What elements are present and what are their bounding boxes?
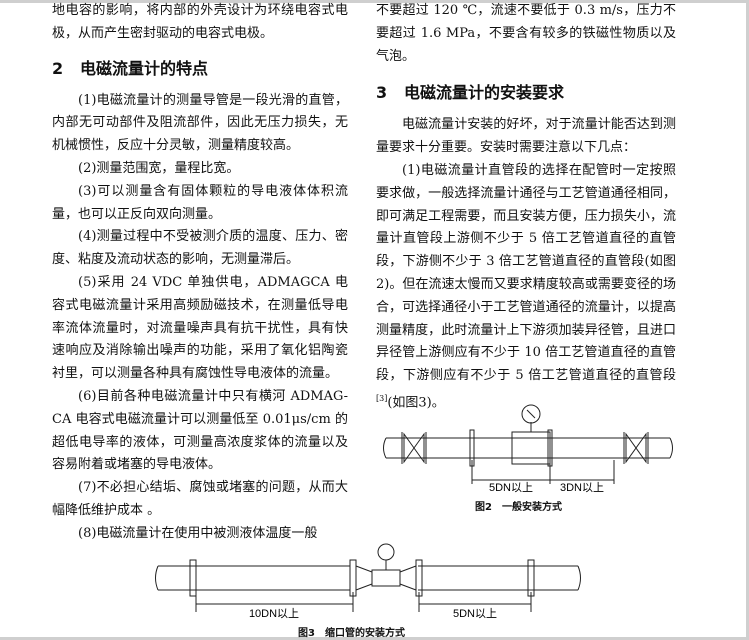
fig3-flange-1	[189, 559, 197, 597]
page-frame-right	[746, 0, 749, 640]
feature-paragraph-1: (1)电磁流量计的测量导管是一段光滑的直管，内部无可动部件及阻流部件，因此无压力…	[52, 92, 348, 154]
fig3-dim-downstream-label: 5DN以上	[453, 607, 497, 620]
fig3-pipe-break-right	[577, 565, 581, 591]
left-column: 地电容的影响，将内部的外壳设计为环绕电容式电极，从而产生密封驱动的电容式电极。 …	[52, 0, 348, 546]
fig3-flange-3	[415, 559, 423, 597]
feature-paragraph-7: (7)不必担心结垢、腐蚀或堵塞的问题，从而大幅降低维护成本 。	[52, 480, 348, 518]
section-3-title: 电磁流量计的安装要求	[404, 83, 565, 103]
section-3-number: 3	[376, 83, 388, 103]
pipe-break-left	[383, 437, 387, 459]
install-paragraph-2: (1)电磁流量计直管段的选择在配管时一定按照要求做，一般选择流量计通径与工艺管道…	[376, 160, 676, 415]
fig3-pipe-break-left	[155, 565, 159, 591]
feature-paragraph-6: (6)目前各种电磁流量计中只有横河 ADMAG-CA 电容式电磁流量计可以测量低…	[52, 388, 348, 473]
figure-2-caption: 图2 一般安装方式	[475, 502, 562, 513]
fig2-dim-downstream-label: 3DN以上	[560, 481, 604, 494]
section-2-number: 2	[52, 58, 64, 78]
fig3-flange-2	[349, 559, 357, 597]
figure-2-diagram: 5DN以上 3DN以上	[383, 404, 673, 494]
flow-meter-body	[511, 431, 551, 465]
feature-paragraph-8: (8)电磁流量计在使用中被测液体温度一般	[78, 525, 318, 541]
figure-3-diagram: 10DN以上 5DN以上	[155, 543, 581, 620]
figure-3-caption: 图3 缩口管的安装方式	[298, 628, 405, 639]
page-frame-bottom	[0, 637, 749, 640]
valve-right	[625, 432, 647, 464]
reducer-inlet	[355, 565, 373, 591]
page-frame-top	[0, 0, 749, 3]
feature-paragraph-2: (2)测量范围宽，量程比宽。	[78, 160, 240, 176]
reference-mark: [3]	[376, 393, 388, 403]
left-intro-text: 地电容的影响，将内部的外壳设计为环绕电容式电极，从而产生密封驱动的电容式电极。	[52, 3, 348, 41]
install-paragraph-1: 电磁流量计安装的好坏，对于流量计能否达到测量要求十分重要。安装时需要注意以下几点…	[376, 117, 676, 156]
fig3-dim-upstream-label: 10DN以上	[249, 607, 299, 620]
fig3-flange-4	[527, 559, 535, 597]
reducer-outlet	[399, 565, 417, 591]
flow-meter-head	[521, 404, 541, 424]
right-intro-text: 不要超过 120 ℃，流速不要低于 0.3 m/s，压力不要超过 1.6 MPa…	[376, 3, 676, 64]
right-column: 不要超过 120 ℃，流速不要低于 0.3 m/s，压力不要超过 1.6 MPa…	[376, 0, 676, 415]
fig3-flow-meter-head	[377, 543, 395, 561]
section-3-heading: 3 电磁流量计的安装要求	[376, 82, 676, 104]
section-2-heading: 2 电磁流量计的特点	[52, 58, 348, 80]
feature-paragraph-4: (4)测量过程中不受被测介质的温度、压力、密度、粘度及流动状态的影响，无测量滞后…	[52, 229, 348, 268]
fig2-dim-upstream-label: 5DN以上	[489, 481, 533, 494]
feature-paragraph-3: (3)可以测量含有固体颗粒的导电液体体积流量，也可以正反向双向测量。	[52, 183, 348, 222]
feature-paragraph-5: (5)采用 24 VDC 单独供电，ADMAGCA 电容式电磁流量计采用高频励磁…	[52, 274, 348, 382]
fig3-flow-meter-body	[371, 569, 401, 587]
install-paragraph-2-tail: (如图3)。	[387, 395, 445, 411]
section-2-title: 电磁流量计的特点	[80, 58, 209, 78]
pipe-break-right	[669, 437, 673, 459]
install-paragraph-2-text: (1)电磁流量计直管段的选择在配管时一定按照要求做，一般选择流量计通径与工艺管道…	[376, 162, 676, 384]
valve-left	[403, 432, 425, 464]
